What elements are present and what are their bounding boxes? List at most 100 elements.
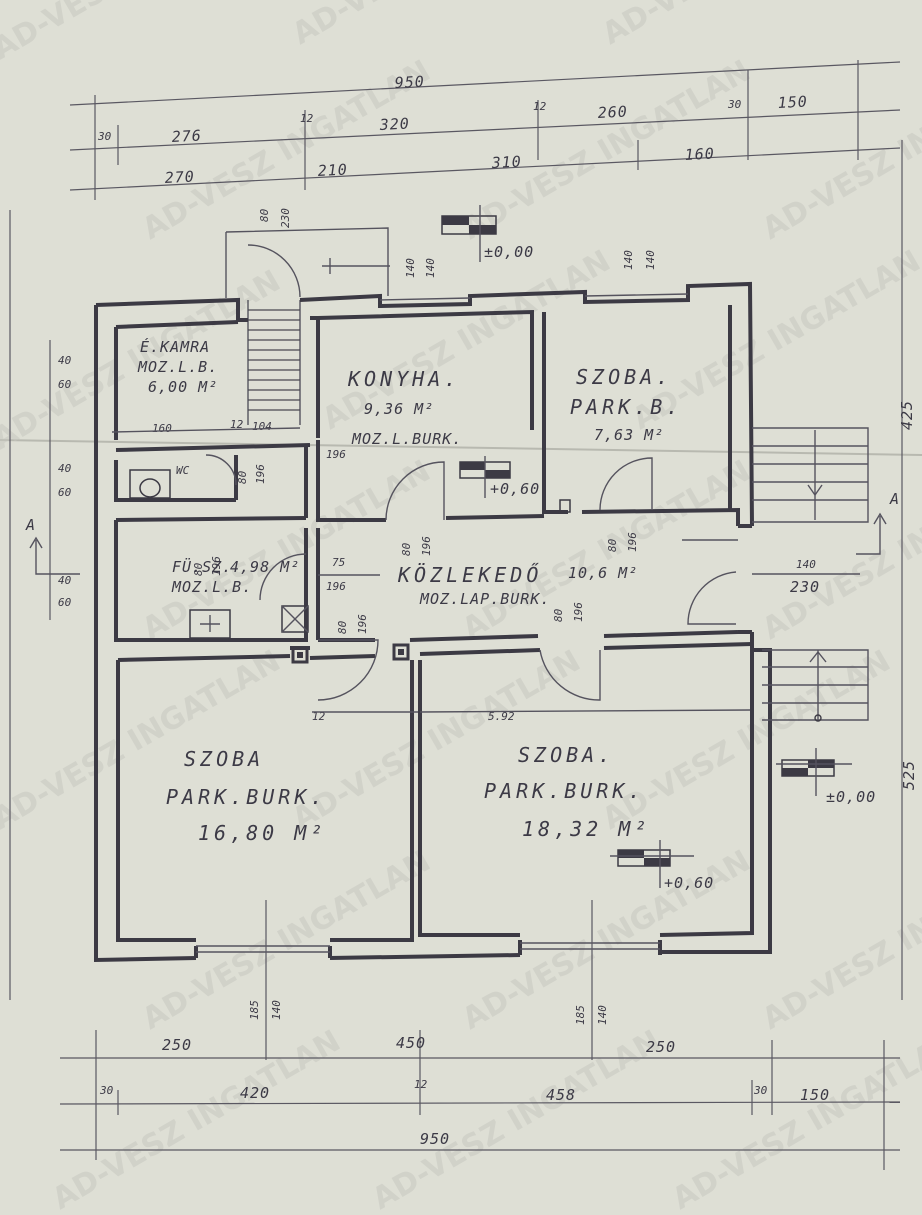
room-kamra: É.KAMRA MOZ.L.B. 6,00 M² [137,337,218,396]
svg-text:450: 450 [396,1034,426,1052]
svg-text:950: 950 [420,1130,450,1148]
room-furdo: FÜ.SZ. 4,98 M² MOZ.L.B. [171,557,300,596]
level-label: +0,60 [490,480,540,498]
room-area: 10,6 M² [568,564,638,582]
sink-icon [189,609,231,639]
bottom-dimension-lines [59,1030,901,1170]
dim-label: 80 [258,208,271,222]
level-label: ±0,00 [826,788,876,806]
fixtures [129,469,571,639]
svg-text:196: 196 [326,448,346,461]
room-floor: MOZ.L.B. [137,358,218,376]
svg-text:60: 60 [58,486,72,499]
room-kozlekedo: KÖZLEKEDŐ 10,6 M² MOZ.LAP.BURK. [397,563,638,608]
svg-text:60: 60 [58,596,72,609]
svg-text:196: 196 [356,614,369,634]
svg-text:12: 12 [312,710,326,723]
svg-text:12: 12 [230,418,244,431]
door-dimensions: 80 196 80 196 80 196 80 196 80 196 75 19… [192,464,639,634]
room-name: WC [176,464,190,477]
dim-label: 140 [404,258,417,278]
paper-fold [0,439,922,456]
svg-text:80: 80 [236,470,249,484]
svg-text:75: 75 [332,556,345,569]
room-konyha: KONYHA. 9,36 M² MOZ.L.BURK. [347,367,462,448]
svg-text:196: 196 [626,532,639,552]
svg-text:80: 80 [400,542,413,556]
svg-text:196: 196 [254,464,267,484]
dim-label: 160 [684,144,715,164]
left-dimensions: 40 60 40 60 40 60 [9,210,72,1000]
svg-text:80: 80 [336,620,349,634]
bottom-dimension-labels: 250 450 250 30 420 12 458 30 150 950 [99,1034,829,1148]
level-label: ±0,00 [484,243,534,261]
misc-dimensions: 160 12 104 196 12 5.92 140 230 [111,418,860,723]
room-szoba-small: SZOBA. PARK.B. 7,63 M² [570,365,682,444]
svg-text:196: 196 [326,580,346,593]
svg-text:A: A [25,516,36,534]
svg-text:196: 196 [572,602,585,622]
section-marker-left: A [25,516,80,575]
room-name: KONYHA. [347,367,460,391]
room-area: 9,36 M² [364,400,434,418]
svg-text:80: 80 [606,538,619,552]
room-szoba-right: SZOBA. PARK.BURK. 18,32 M² [484,743,646,841]
dim-label: 30 [727,98,742,111]
dim-label: 260 [597,102,628,122]
dim-label: 270 [164,167,195,187]
room-area: 4,98 M² [230,558,300,576]
svg-text:30: 30 [753,1084,768,1097]
dim-label: 210 [317,160,348,180]
room-floor: MOZ.L.B. [171,578,252,596]
room-name: SZOBA [184,747,264,771]
dim-label: 30 [97,130,112,143]
room-name: SZOBA. [576,365,672,389]
level-label: +0,60 [664,874,714,892]
svg-text:420: 420 [240,1084,270,1102]
dim-top-total: 950 [394,72,425,92]
svg-text:250: 250 [162,1036,192,1054]
room-name: É.KAMRA [140,337,210,356]
right-side-steps [752,427,869,722]
svg-text:160: 160 [152,422,172,435]
dim-label: 276 [171,126,202,146]
room-name: KÖZLEKEDŐ [397,563,542,587]
section-marker-right: A [856,490,900,555]
bottom-window-dimensions: 185 140 185 140 [248,900,609,1060]
svg-text:140: 140 [270,1000,283,1020]
shower-icon [281,605,309,633]
dim-label: 230 [279,208,292,228]
svg-text:40: 40 [58,354,72,367]
room-wc: WC [176,464,190,477]
svg-text:A: A [889,490,900,508]
svg-text:458: 458 [546,1086,576,1104]
svg-text:40: 40 [58,462,72,475]
top-dimension-lines [69,60,901,200]
svg-text:185: 185 [574,1005,587,1025]
room-szoba-left: SZOBA PARK.BURK. 16,80 M² [166,747,326,845]
svg-text:140: 140 [796,558,816,571]
svg-text:30: 30 [99,1084,114,1097]
dim-label: 140 [424,258,437,278]
chimney-icon [559,499,571,513]
room-floor: PARK.BURK. [484,779,644,803]
room-area: 7,63 M² [594,426,664,444]
level-marker-entrance-top: ±0,00 [441,205,534,262]
room-name: FÜ.SZ. [172,557,232,576]
room-floor: PARK.BURK. [166,785,326,809]
room-floor: PARK.B. [570,395,682,419]
room-floor: MOZ.LAP.BURK. [419,590,550,608]
right-dimensions: 425 525 [898,140,918,1000]
room-floor: MOZ.L.BURK. [351,430,462,448]
svg-text:185: 185 [248,1000,261,1020]
dim-label: 320 [378,114,410,134]
dim-label: 140 [622,250,635,270]
svg-text:525: 525 [900,760,918,790]
svg-text:250: 250 [646,1038,676,1056]
dim-label: 140 [644,250,657,270]
dim-label: 150 [777,92,808,112]
svg-text:80: 80 [552,608,565,622]
top-entrance-stair: 80 230 [225,208,390,425]
